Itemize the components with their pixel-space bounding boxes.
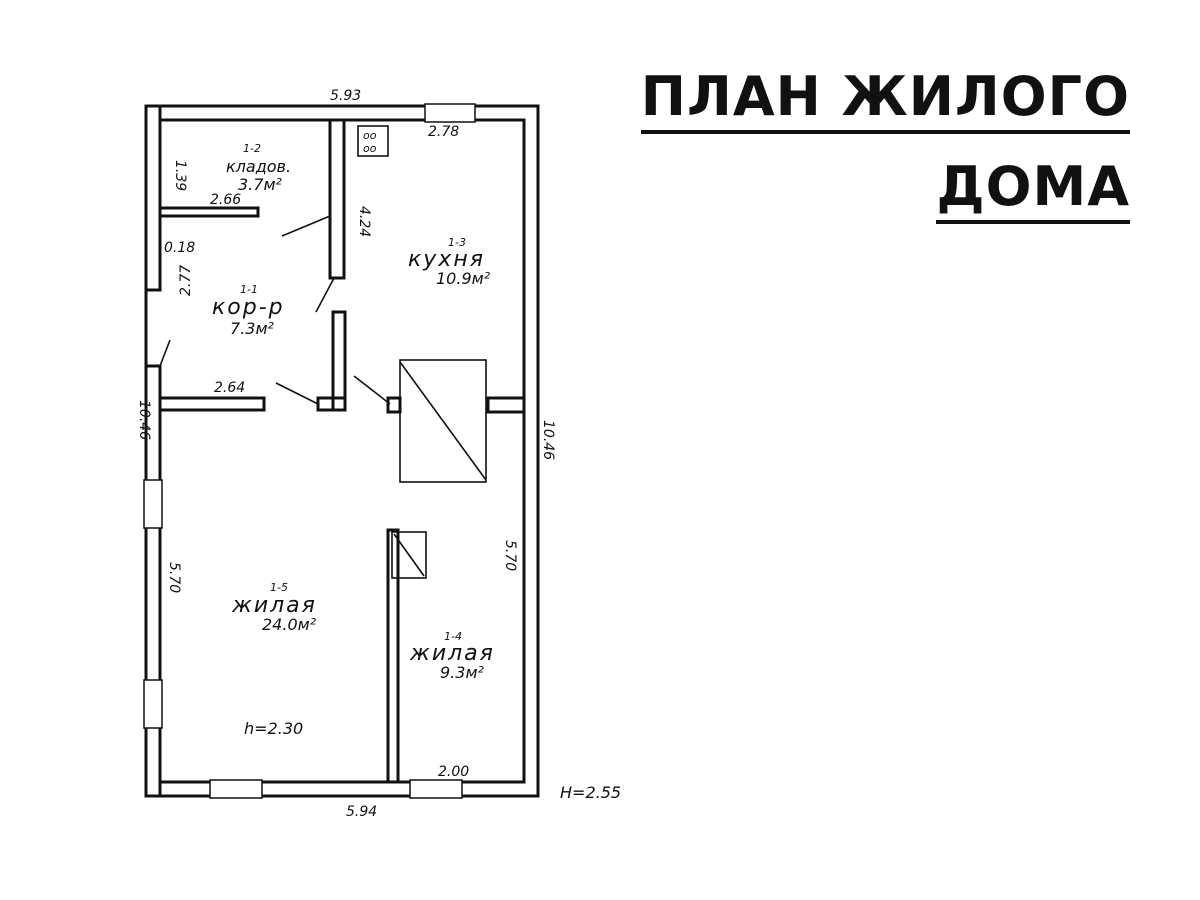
dim-storage-wall: 2.66: [210, 192, 241, 208]
storage-kitchen-partition: [328, 118, 346, 280]
room-name-corridor: кор-р: [212, 295, 285, 320]
outer-wall-inner: [160, 118, 526, 784]
room-labels: 1-2 кладов. 3.7м² 1-1 кор-р 7.3м² 1-3 ку…: [212, 142, 495, 738]
dim-room-width: 2.00: [438, 764, 469, 780]
dim-storage-depth: 1.39: [172, 160, 188, 191]
small-stove-diagonal: [393, 533, 425, 577]
dim-ledge: 0.18: [164, 240, 195, 256]
floor-plan: оо оо 1-2 кладов. 3.7м² 1-1 кор-р 7.3м² …: [136, 88, 621, 820]
kitchen-door-line: [315, 277, 335, 313]
stove-label-2: оо: [363, 142, 377, 155]
left-lower-wall: [144, 364, 162, 798]
dim-kitchen-window: 2.78: [428, 124, 459, 140]
dim-top-width: 5.93: [330, 88, 361, 104]
dim-corridor-wall: 2.64: [214, 380, 245, 396]
stove-diagonal: [399, 361, 487, 481]
windows: [143, 103, 476, 799]
corridor-door-line: [275, 382, 319, 405]
room-name-kitchen: кухня: [408, 247, 485, 272]
dim-living-right: 5.70: [502, 540, 518, 571]
room-id-kitchen: 1-3: [448, 236, 466, 249]
dim-bottom-width: 5.94: [346, 804, 377, 820]
room-name-living: жилая: [231, 593, 317, 618]
stove-wall-stub: [386, 396, 402, 414]
room-area-storage: 3.7м²: [238, 175, 283, 194]
room-area-bedroom: 9.3м²: [440, 663, 485, 682]
stove-door-line: [353, 375, 391, 405]
room-id-living: 1-5: [270, 581, 288, 594]
dim-partition: 4.24: [356, 206, 372, 237]
left-door-line: [159, 339, 171, 367]
room-divider-wall: [386, 528, 400, 784]
dim-living-left: 5.70: [166, 562, 182, 593]
stove: оо оо: [357, 125, 487, 579]
room-id-bedroom: 1-4: [444, 630, 462, 643]
dim-left-height: 10.46: [136, 400, 152, 440]
dim-overall-height: H=2.55: [560, 783, 621, 802]
kitchen-stove-box: [357, 125, 389, 157]
bedroom-window-bottom: [409, 779, 463, 799]
storage-shelf-wall: [158, 206, 260, 218]
room-name-bedroom: жилая: [409, 641, 495, 666]
small-stove-body: [391, 531, 427, 579]
inner-height-label: h=2.30: [244, 719, 303, 738]
storage-door-line: [281, 215, 331, 237]
stove-label-1: оо: [363, 129, 377, 142]
right-wall-stub: [486, 396, 526, 414]
room-area-corridor: 7.3м²: [230, 319, 275, 338]
corridor-kitchen-partition: [331, 310, 347, 412]
dim-corridor-side: 2.77: [178, 265, 194, 296]
left-upper-wall: [144, 104, 162, 292]
room-area-kitchen: 10.9м²: [436, 269, 491, 288]
room-name-storage: кладов.: [226, 157, 291, 176]
page-title-line-1: ПЛАН ЖИЛОГО: [640, 70, 1130, 134]
dim-right-height: 10.46: [540, 420, 556, 460]
room-id-corridor: 1-1: [240, 283, 258, 296]
kitchen-window: [424, 103, 476, 123]
door-lines: [159, 215, 391, 405]
page-title-line-2: ДОМА: [936, 160, 1130, 224]
living-window-bottom: [209, 779, 263, 799]
room-area-living: 24.0м²: [262, 615, 317, 634]
living-window-upper: [143, 479, 163, 529]
dimension-labels: 5.93 5.94 2.78 2.66 2.64 0.18 2.00 H=2.5…: [136, 88, 621, 820]
living-window-lower: [143, 679, 163, 729]
stove-body: [399, 359, 487, 483]
room-id-storage: 1-2: [243, 142, 261, 155]
title-block: ПЛАН ЖИЛОГО ДОМА: [640, 70, 1130, 250]
corridor-living-wall: [158, 396, 266, 412]
partitions: [144, 104, 526, 798]
